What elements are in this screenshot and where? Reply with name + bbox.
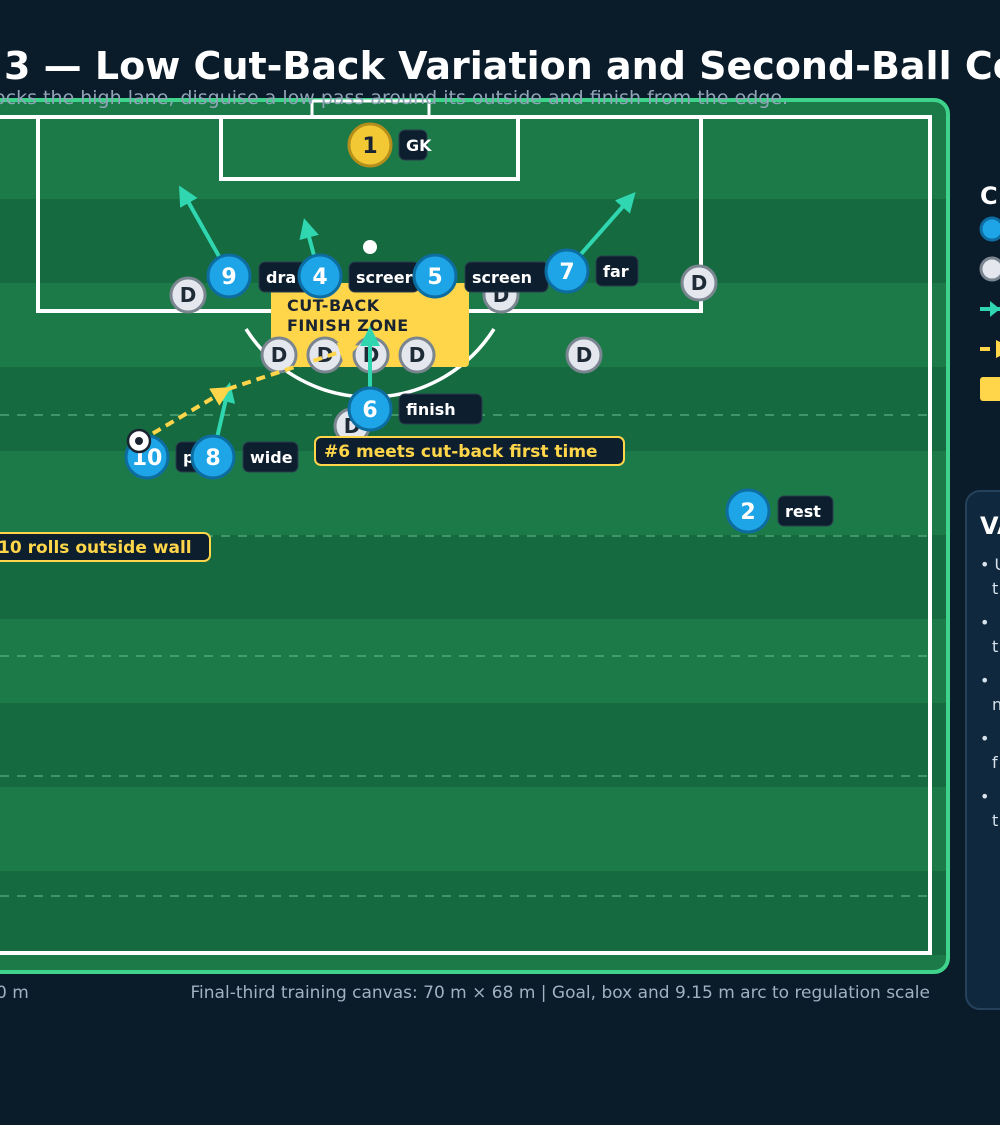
pass-arrows [138, 342, 359, 443]
ball-icon [126, 428, 152, 454]
player-number: 1 [362, 134, 377, 159]
player-number: 2 [740, 500, 755, 525]
player-number: 5 [427, 265, 442, 290]
svg-text:D: D [576, 343, 593, 367]
svg-text:D: D [271, 343, 288, 367]
svg-text:10 rolls outside wall: 10 rolls outside wall [0, 538, 192, 558]
player-6: finish 6 [347, 386, 483, 432]
svg-text:D: D [409, 343, 426, 367]
page-title: 3 — Low Cut-Back Variation and Second-Ba… [4, 44, 1000, 88]
penalty-spot [363, 240, 377, 254]
player-tag: screer [356, 268, 413, 287]
legend-title: C [980, 182, 998, 210]
pass-arrow-outside-wall [138, 386, 232, 443]
pitch-border [0, 98, 950, 974]
svg-text:n: n [992, 695, 1000, 714]
player-tag: dra [266, 268, 296, 287]
svg-text:D: D [180, 283, 197, 307]
variations-title: VA [980, 512, 1000, 540]
player-number: 7 [559, 260, 574, 285]
svg-text:•: • [980, 787, 989, 806]
svg-text:t: t [992, 637, 998, 656]
zone-label-line2: FINISH ZONE [287, 316, 409, 335]
player-8: wide 8 [190, 434, 299, 480]
svg-text:•: • [980, 671, 989, 690]
svg-text:t: t [992, 811, 998, 830]
defender-marker: D [680, 264, 718, 302]
player-1: 1 GK [347, 122, 432, 168]
player-tag: rest [785, 502, 821, 521]
player-tag: p [183, 448, 194, 467]
callout-first-time: #6 meets cut-back first time [314, 436, 625, 466]
callout-outside-wall: 10 rolls outside wall [0, 532, 211, 562]
svg-text:•: • [980, 729, 989, 748]
player-number: 6 [362, 398, 377, 423]
defender-marker: D [398, 336, 436, 374]
variations-panel: VA • U t • t • n • f • t [965, 490, 1000, 1010]
legend-zone-icon [980, 377, 1000, 401]
player-4: screer 4 [297, 253, 420, 299]
player-tag: finish [406, 400, 456, 419]
player-2: rest 2 [725, 488, 834, 534]
pitch-stripe [0, 703, 948, 787]
pitch-stripe [0, 871, 948, 955]
page-subtitle: ocks the high lane, disguise a low pass … [0, 87, 788, 109]
player-7: far 7 [544, 248, 639, 294]
player-tag: far [603, 262, 629, 281]
footer-canvas-note: Final-third training canvas: 70 m × 68 m… [191, 983, 930, 1003]
pass-arrow-cutback [227, 342, 359, 391]
svg-text:D: D [691, 271, 708, 295]
svg-text:• U: • U [980, 555, 1000, 574]
footer-scale-left: 0 m [0, 983, 29, 1003]
defender-marker: D [169, 276, 207, 314]
player-number: 4 [312, 265, 327, 290]
player-tag: GK [406, 136, 432, 155]
svg-text:•: • [980, 613, 989, 632]
svg-text:D: D [317, 343, 334, 367]
player-tag: wide [250, 448, 293, 467]
defender-marker: D [260, 336, 298, 374]
legend-attacker-icon [979, 216, 1000, 242]
players: 1 GK dra 9 screer 4 screen 5 far [124, 122, 834, 534]
svg-text:#6 meets cut-back first time: #6 meets cut-back first time [324, 442, 598, 462]
player-5: screen 5 [412, 253, 549, 299]
svg-text:t: t [992, 579, 998, 598]
player-number: 9 [221, 265, 236, 290]
player-number: 8 [205, 446, 220, 471]
svg-text:f: f [992, 753, 998, 772]
defender-marker: D [306, 336, 344, 374]
zone-label-line1: CUT-BACK [287, 296, 380, 315]
player-tag: screen [472, 268, 532, 287]
legend-defender-icon [979, 256, 1000, 282]
legend: C [979, 182, 1000, 401]
defender-marker: D [565, 336, 603, 374]
goal [310, 99, 431, 119]
